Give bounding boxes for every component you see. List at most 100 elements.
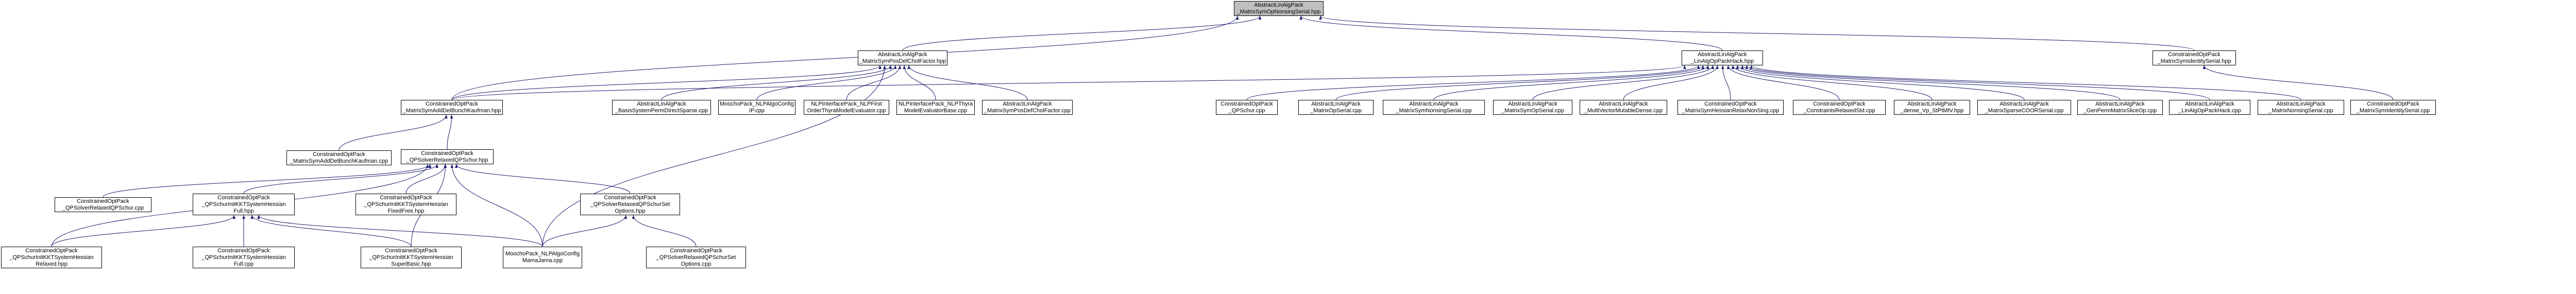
node-label-line: NLPInterfacePack_NLPFirst (811, 100, 882, 107)
dependency-edge (902, 15, 1262, 51)
node-multi-vector-mutable-dense-cpp[interactable]: AbstractLinAlgPack_MultiVectorMutableDen… (1580, 100, 1667, 115)
node-label-line: ModelEvaluatorBase.cpp (904, 107, 968, 114)
node-label: ConstrainedOptPack_QPSolverRelaxedQPSchu… (590, 195, 670, 215)
node-matrix-sym-pos-def-chol-factor-cpp[interactable]: AbstractLinAlgPack_MatrixSymPosDefCholFa… (982, 100, 1073, 115)
dependency-edge (447, 114, 453, 150)
node-label-line: _MatrixSymOpNonsingSerial.hpp (1236, 8, 1321, 15)
node-label-line: AbstractLinAlgPack (1003, 100, 1052, 107)
dependency-edge (661, 65, 892, 100)
node-label-line: ConstrainedOptPack (2168, 51, 2221, 58)
node-matrix-sym-nonsing-serial-cpp[interactable]: AbstractLinAlgPack_MatrixSymNonsingSeria… (1383, 100, 1485, 115)
node-label: AbstractLinAlgPack_MatrixNonsingSerial.c… (2268, 101, 2333, 114)
node-qp-solver-relaxed-qp-schur-set-options-hpp[interactable]: ConstrainedOptPack_QPSolverRelaxedQPSchu… (580, 194, 680, 215)
node-qp-schur-init-kkt-system-hessian-relaxed-hpp[interactable]: ConstrainedOptPack_QPSchurInitKKTSystemH… (1, 247, 102, 268)
dependency-edge (451, 65, 1686, 100)
dependency-edge (1740, 65, 2121, 100)
node-label: ConstrainedOptPack_MatrixSymIdentitySeri… (2357, 101, 2430, 114)
node-basis-system-perm-direct-sparse-cpp[interactable]: AbstractLinAlgPack_BasisSystemPermDirect… (612, 100, 711, 115)
node-label-line: ConstrainedOptPack (426, 100, 478, 107)
node-label: AbstractLinAlgPack_LinAlgOpPackHack.cpp (2178, 101, 2241, 114)
node-label-line: MoochoPack_NLPAlgoConfig (719, 100, 794, 107)
node-label-line: _QPSchur.cpp (1228, 107, 1265, 114)
node-matrix-sparse-coor-serial-cpp[interactable]: AbstractLinAlgPack_MatrixSparseCOORSeria… (1977, 100, 2071, 115)
dependency-edge (2202, 65, 2394, 100)
node-label-line: ConstrainedOptPack (217, 194, 270, 201)
node-label-line: AbstractLinAlgPack (637, 100, 686, 107)
node-qp-schur-init-kkt-system-hessian-fixed-free-hpp[interactable]: ConstrainedOptPack_QPSchurInitKKTSystemH… (355, 194, 456, 215)
node-qp-solver-relaxed-qp-schur-cpp[interactable]: ConstrainedOptPack_QPSolverRelaxedQPSchu… (55, 197, 151, 212)
dependency-edge (243, 164, 438, 194)
node-label-line: _MatrixSymPosDefCholFactor.cpp (984, 107, 1071, 114)
node-label-line: AbstractLinAlgPack (878, 51, 927, 58)
node-label-line: AbstractLinAlgPack (1409, 100, 1459, 107)
node-lin-alg-op-pack-hack-cpp[interactable]: AbstractLinAlgPack_LinAlgOpPackHack.cpp (2169, 100, 2250, 115)
dependency-edge (1736, 65, 2025, 100)
node-label: AbstractLinAlgPack_MatrixOpSerial.cpp (1310, 101, 1362, 114)
node-matrix-op-serial-cpp[interactable]: AbstractLinAlgPack_MatrixOpSerial.cpp (1298, 100, 1374, 115)
node-label-line: _MatrixSymAddDelBunchKaufman.cpp (290, 158, 388, 164)
node-gen-perm-matrix-slice-op-cpp[interactable]: AbstractLinAlgPack_GenPermMatrixSliceOp.… (2077, 100, 2163, 115)
node-qp-solver-relaxed-qp-schur-hpp[interactable]: ConstrainedOptPack_QPSolverRelaxedQPSchu… (401, 149, 494, 164)
node-label: ConstrainedOptPack_QPSchurInitKKTSystemH… (369, 248, 453, 268)
node-label-line: Relaxed.hpp (36, 261, 67, 267)
dependency-edge (405, 164, 447, 194)
dependency-edge (1721, 65, 1731, 100)
dependency-edge (907, 65, 1028, 100)
node-matrix-sym-pos-def-chol-factor-hpp[interactable]: AbstractLinAlgPack_MatrixSymPosDefCholFa… (858, 50, 947, 65)
dependency-edge (542, 65, 886, 247)
node-lin-alg-op-pack-hack-hpp[interactable]: AbstractLinAlgPack_LinAlgOpPackHack.hpp (1682, 50, 1763, 65)
dependency-edge (632, 215, 697, 247)
node-matrix-sym-op-serial-cpp[interactable]: AbstractLinAlgPack_MatrixSymOpSerial.cpp (1493, 100, 1572, 115)
node-label-line: _MatrixSymPosDefCholFactor.hpp (859, 58, 946, 64)
node-qp-schur-init-kkt-system-hessian-full-hpp[interactable]: ConstrainedOptPack_QPSchurInitKKTSystemH… (193, 194, 295, 215)
node-label: AbstractLinAlgPack_GenPermMatrixSliceOp.… (2083, 101, 2157, 114)
node-constraints-relaxed-std-cpp[interactable]: ConstrainedOptPack_ConstraintsRelaxedStd… (1793, 100, 1886, 115)
dependency-edge (257, 215, 543, 247)
node-matrix-nonsing-serial-cpp[interactable]: AbstractLinAlgPack_MatrixNonsingSerial.c… (2258, 100, 2344, 115)
node-label: ConstrainedOptPack_QPSolverRelaxedQPSchu… (406, 150, 488, 164)
node-label-line: AbstractLinAlgPack (1508, 100, 1557, 107)
node-matrix-sym-hessian-relax-non-sing-cpp[interactable]: ConstrainedOptPack_MatrixSymHessianRelax… (1677, 100, 1784, 115)
node-label-line: ConstrainedOptPack (670, 247, 722, 254)
node-label-line: Full.cpp (233, 261, 254, 267)
dependency-edge (103, 164, 432, 198)
node-dense-vp-stptmtv-hpp[interactable]: AbstractLinAlgPack_dense_Vp_StPtMtV.hpp (1894, 100, 1970, 115)
node-label-line: _QPSchurInitKKTSystemHessian (201, 254, 286, 261)
node-qp-schur-init-kkt-system-hessian-super-basic-hpp[interactable]: ConstrainedOptPack_QPSchurInitKKTSystemH… (361, 247, 462, 268)
node-label-line: AbstractLinAlgPack (1907, 100, 1957, 107)
node-label-line: _MatrixSymAddDelBunchKaufman.hpp (402, 107, 501, 114)
node-label-line: ConstrainedOptPack (77, 198, 129, 204)
node-matrix-sym-identity-serial-hpp[interactable]: ConstrainedOptPack_MatrixSymIdentitySeri… (2153, 50, 2236, 65)
node-label-line: NLPInterfacePack_NLPThyra (898, 100, 973, 107)
dependency-edge (846, 65, 902, 100)
node-qp-solver-relaxed-qp-schur-set-options-cpp[interactable]: ConstrainedOptPack_QPSolverRelaxedQPSchu… (646, 247, 746, 268)
node-label-line: Options.cpp (681, 261, 711, 267)
node-label: AbstractLinAlgPack_MultiVectorMutableDen… (1584, 101, 1663, 114)
node-matrix-sym-add-del-bunch-kaufman-cpp[interactable]: ConstrainedOptPack_MatrixSymAddDelBunchK… (286, 150, 392, 165)
dependency-edge (1335, 65, 1705, 100)
node-label-line: IP.cpp (749, 107, 765, 114)
dependency-edge (1731, 65, 1933, 100)
node-qp-schur-cpp[interactable]: ConstrainedOptPack_QPSchur.cpp (1216, 100, 1278, 115)
node-label-line: _QPSchurInitKKTSystemHessian (201, 201, 286, 207)
node-label-line: ConstrainedOptPack (421, 150, 473, 157)
node-matrix-sym-add-del-bunch-kaufman-hpp[interactable]: ConstrainedOptPack_MatrixSymAddDelBunchK… (401, 100, 503, 115)
node-label: AbstractLinAlgPack_BasisSystemPermDirect… (615, 101, 708, 114)
dependency-edge (542, 215, 628, 247)
node-label-line: OrderThyraModelEvaluator.cpp (807, 107, 886, 114)
node-label-line: _LinAlgOpPackHack.hpp (1690, 58, 1754, 64)
node-matrix-sym-identity-serial-cpp[interactable]: ConstrainedOptPack_MatrixSymIdentitySeri… (2350, 100, 2436, 115)
node-qp-schur-init-kkt-system-hessian-full-cpp[interactable]: ConstrainedOptPack_QPSchurInitKKTSystemH… (193, 247, 295, 268)
node-label-line: AbstractLinAlgPack (2095, 100, 2145, 107)
node-label-line: _QPSchurInitKKTSystemHessian (369, 254, 453, 261)
node-label-line: ConstrainedOptPack (1704, 100, 1757, 107)
node-label-line: Full.hpp (233, 207, 254, 214)
dependency-edge (455, 164, 631, 194)
node-matrix-sym-op-nonsing-serial-hpp[interactable]: AbstractLinAlgPack_MatrixSymOpNonsingSer… (1234, 1, 1324, 16)
